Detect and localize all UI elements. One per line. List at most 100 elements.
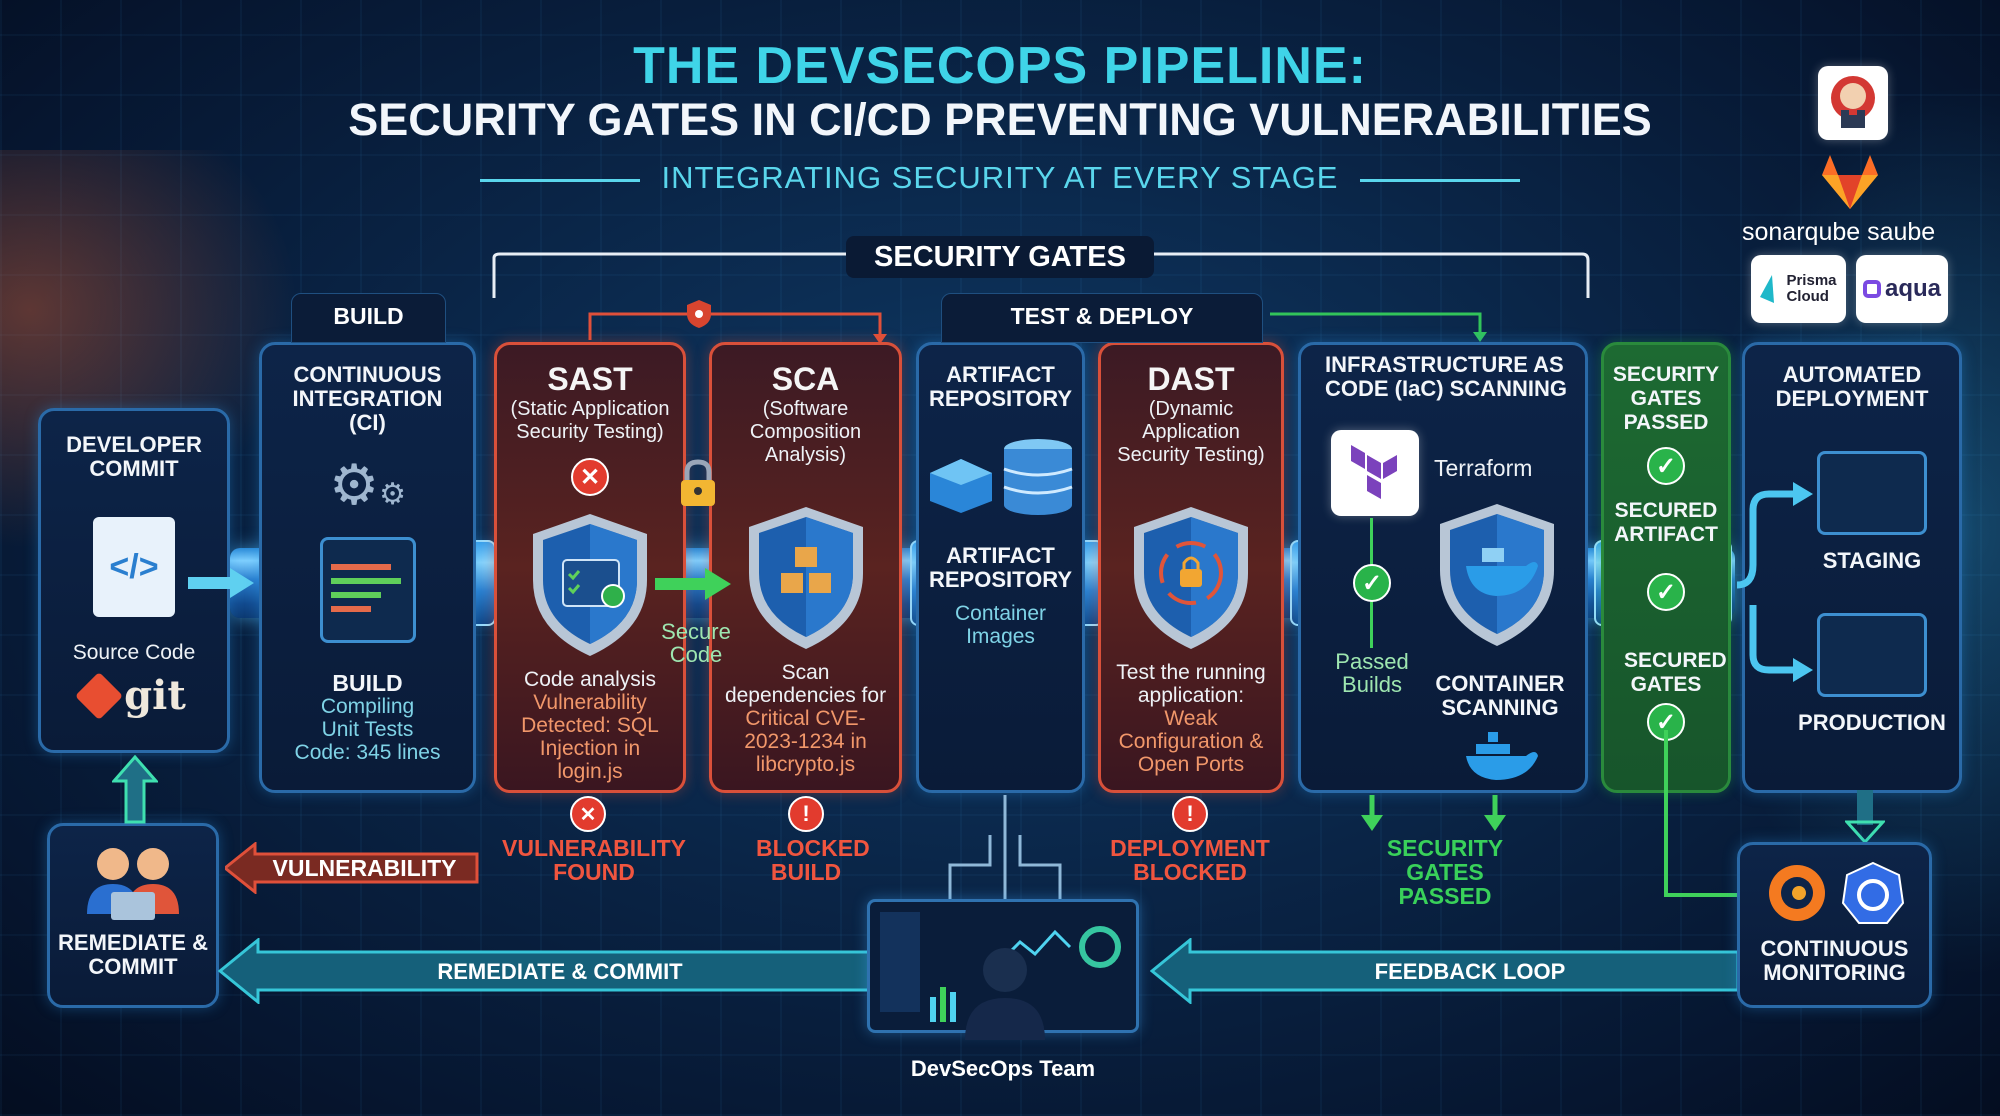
staging-screen-icon [1817,451,1927,535]
dashboard-charts [880,912,1121,1022]
monitoring-title: CONTINUOUS MONITORING [1760,936,1909,985]
pass-icon: ✓ [1647,573,1685,611]
remediate-commit-label: REMEDIATE & COMMIT [437,959,683,984]
terraform-logo [1331,430,1419,516]
staging-label: STAGING [1822,548,1922,573]
git-logo: git [41,671,227,720]
sca-description: Scan dependencies for [724,661,887,707]
remediate-commit-card: REMEDIATE & COMMIT [47,823,219,1008]
stage-tab-test-deploy: TEST & DEPLOY [941,293,1263,343]
sast-finding: Vulnerability Detected: SQL Injection in… [521,691,659,783]
docker-icon [1466,732,1538,780]
dast-shield-icon [1126,503,1256,653]
sast-shield-icon [525,510,655,660]
deploy-branch-arrows [1736,482,1813,682]
iac-title: INFRASTRUCTURE AS CODE (IaC) SCANNING [1325,352,1568,401]
subtitle-divider-right [1360,179,1520,182]
continuous-monitoring-card: CONTINUOUS MONITORING [1737,842,1932,1008]
passed-arrows [1361,795,1506,831]
production-label: PRODUCTION [1798,710,1946,735]
subtitle: INTEGRATING SECURITY AT EVERY STAGE [661,160,1339,195]
status-deployment-blocked: DEPLOYMENT BLOCKED [1110,835,1270,885]
deploy-to-monitoring-arrow [1845,790,1885,845]
security-gates-passed-card: SECURITY GATES PASSED ✓ SECURED ARTIFACT… [1601,342,1731,793]
kubernetes-icon [1841,861,1904,924]
title-line-2: SECURITY GATES IN CI/CD PREVENTING VULNE… [348,94,1652,145]
sonarqube-logo: sonarqube saube [1742,218,1936,246]
feedback-loop-label: FEEDBACK LOOP [1374,959,1566,984]
dast-subtitle: (Dynamic Application Security Testing) [1117,398,1265,466]
grafana-icon [1768,865,1825,921]
production-screen-icon [1817,613,1927,697]
container-scanning-title: CONTAINER SCANNING [1435,671,1565,720]
subtitle-divider-left [480,179,640,182]
artifact-subtitle: ARTIFACT REPOSITORY [928,543,1073,592]
source-code-file-icon: </> [93,517,175,617]
devsecops-team-label: DevSecOps Team [910,1056,1096,1081]
stage-tab-build: BUILD [291,293,446,343]
sast-description: Code analysis [524,668,656,691]
sast-subtitle: (Static Application Security Testing) [510,398,670,443]
artifact-title: ARTIFACT REPOSITORY [928,362,1073,411]
automated-deployment-card: AUTOMATED DEPLOYMENT STAGING PRODUCTION [1742,342,1962,793]
status-security-gates-passed: SECURITY GATES PASSED [1386,835,1504,909]
sca-finding: Critical CVE-2023-1234 in libcrypto.js [744,707,867,776]
aqua-logo: aqua [1856,255,1948,323]
warning-icon: ! [788,796,824,832]
source-code-label: Source Code [72,641,196,664]
secured-gates-label: SECURED GATES [1624,649,1727,696]
sca-shield-icon [741,503,871,653]
sast-title: SAST [547,361,633,397]
commit-to-ci-arrow [188,568,254,598]
gates-to-monitoring-line [1664,730,1742,897]
developer-commit-card: DEVELOPER COMMIT </> Source Code git [38,408,230,753]
ci-build-label: BUILD [332,670,403,696]
aqua-text: aqua [1884,275,1941,302]
sca-card: SCA (Software Composition Analysis) Scan… [709,342,902,793]
dast-description: Test the running application: [1116,661,1266,707]
ci-card: CONTINUOUS INTEGRATION (CI) ⚙⚙ BUILD Com… [259,342,476,793]
sast-card: SAST (Static Application Security Testin… [494,342,686,793]
jenkins-logo [1818,66,1888,140]
developer-commit-title: DEVELOPER COMMIT [66,432,202,481]
database-icon [1003,439,1073,515]
secure-code-arrow [655,568,731,600]
gitlab-logo [1818,153,1882,211]
sca-subtitle: (Software Composition Analysis) [749,398,862,466]
fail-icon: ✕ [571,458,609,496]
title-line-1: THE DEVSECOPS PIPELINE: [633,37,1367,95]
remediate-title: REMEDIATE & COMMIT [58,930,208,979]
sca-title: SCA [771,361,840,397]
git-text: git [124,672,186,719]
container-shield-icon [1432,500,1562,650]
code-window-icon [319,537,416,643]
vulnerability-arrow-label: VULNERABILITY [272,855,457,881]
ci-line: Compiling [320,695,415,718]
dast-card: DAST (Dynamic Application Security Testi… [1098,342,1284,793]
gate-connectors [588,312,1487,344]
security-gates-label: SECURITY GATES [846,236,1154,278]
secure-code-label: Secure Code [661,619,731,667]
gates-passed-title: SECURITY GATES PASSED [1612,363,1720,434]
cloud-text: Cloud [1786,288,1829,305]
vulnerability-arrow [225,842,479,894]
passed-builds-label: Passed Builds [1335,649,1409,697]
gears-icon: ⚙⚙ [328,453,407,516]
terraform-label: Terraform [1434,455,1533,481]
developers-icon [87,848,179,920]
shield-alert-icon [687,300,711,328]
ci-line: Code: 345 lines [294,741,441,764]
container-cube-icon [930,459,993,513]
status-vulnerability-found: VULNERABILITY FOUND [502,835,686,885]
pass-icon: ✓ [1353,564,1391,602]
padlock-icon [681,459,715,506]
team-member-icon [965,948,1045,1040]
artifact-description: Container Images [954,602,1047,648]
pass-icon: ✓ [1647,447,1685,485]
deploy-title: AUTOMATED DEPLOYMENT [1775,362,1929,411]
prisma-text: Prisma [1786,272,1837,289]
artifact-repository-card: ARTIFACT REPOSITORY ARTIFACT REPOSITORY … [916,342,1085,793]
dast-title: DAST [1147,361,1235,397]
dast-finding: Weak Configuration & Open Ports [1118,707,1264,776]
